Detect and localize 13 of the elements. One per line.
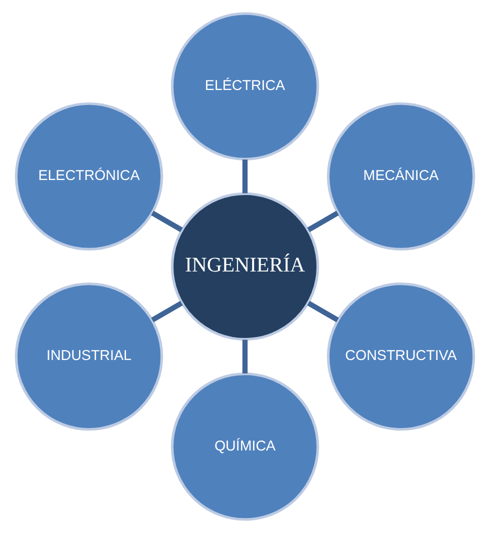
node-circle: ELÉCTRICA: [170, 12, 320, 160]
node-circle: MECÁNICA: [326, 102, 476, 251]
connector: [242, 160, 248, 194]
connector: [151, 210, 183, 232]
node-circle: INGENIERÍA: [170, 192, 320, 341]
connector: [242, 340, 248, 374]
connector: [307, 210, 339, 232]
node-circle: CONSTRUCTIVA: [326, 282, 476, 431]
node-circle: QUÍMICA: [170, 372, 320, 521]
node-circle: ELECTRÓNICA: [14, 102, 164, 251]
node-circle: INDUSTRIAL: [14, 282, 164, 431]
connector: [307, 300, 339, 322]
connector: [151, 300, 183, 322]
